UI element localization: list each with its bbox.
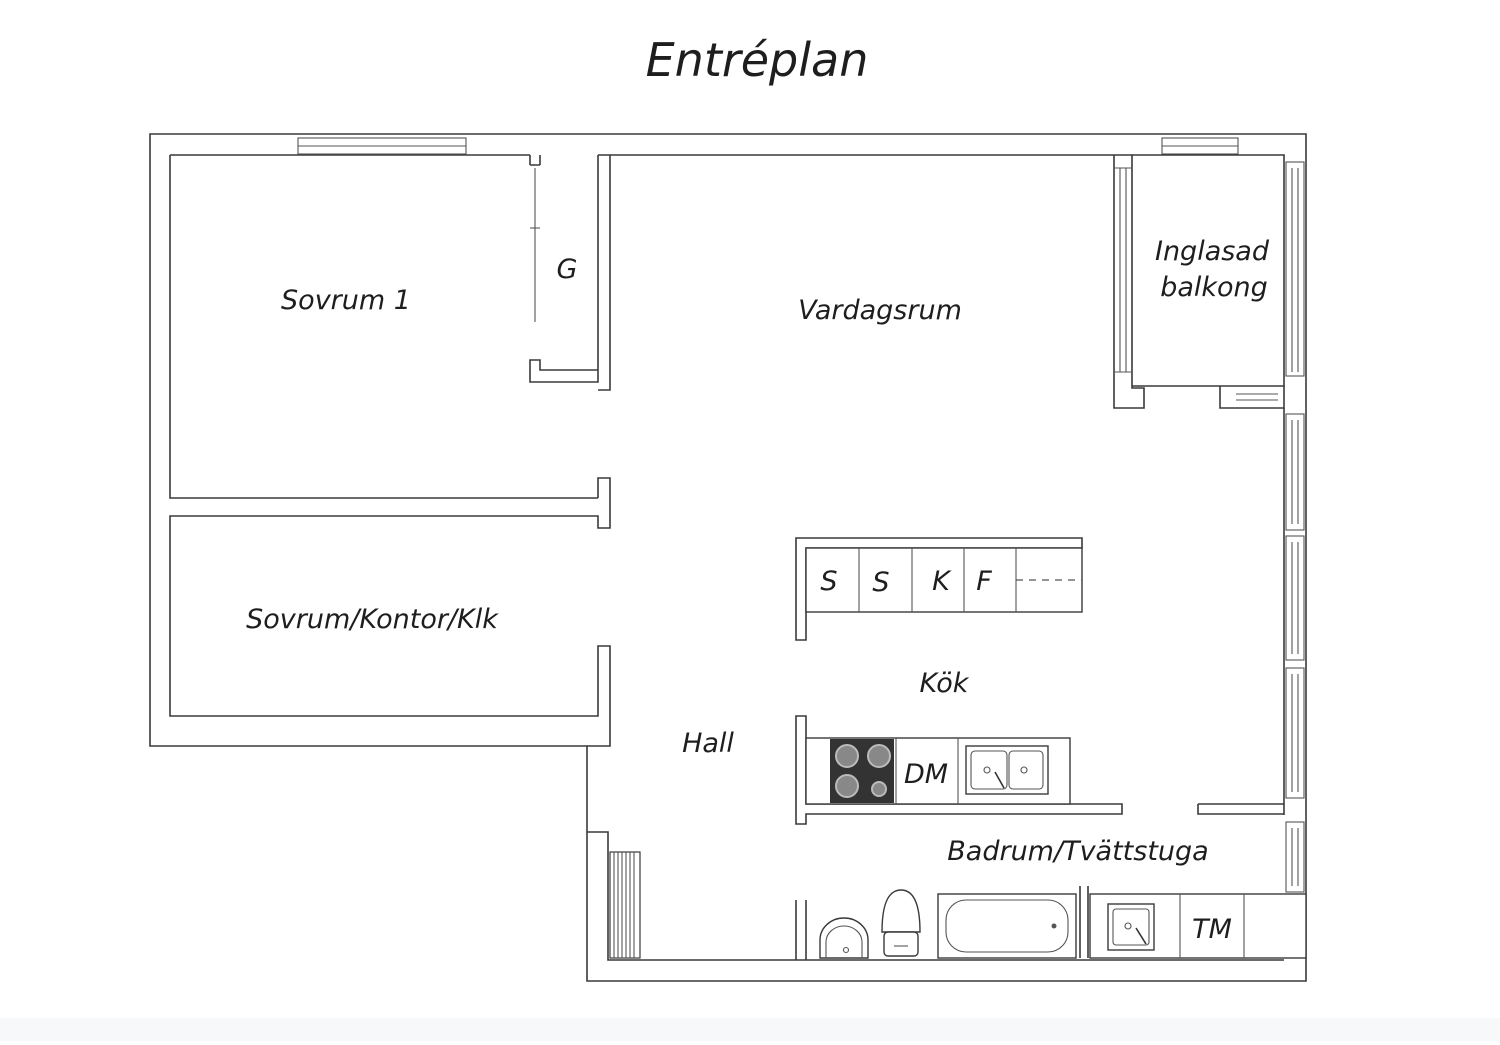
label-hall: Hall (682, 728, 734, 759)
office-walls (169, 477, 611, 747)
label-dryer: TM (1192, 914, 1232, 945)
label-office: Sovrum/Kontor/Klk (246, 604, 499, 635)
label-bedroom-1: Sovrum 1 (281, 285, 411, 316)
label-cabinet-1: S (820, 566, 837, 597)
bathroom-walls (795, 803, 1284, 960)
utility-sink-icon (1107, 903, 1155, 951)
window-balcony-top (1161, 137, 1239, 155)
label-bathroom: Badrum/Tvättstuga (947, 836, 1208, 867)
kitchen-upper-counter (795, 537, 1083, 641)
label-dishwasher: DM (904, 759, 948, 790)
label-fridge: K (932, 566, 952, 597)
bathtub-icon (937, 886, 1089, 959)
kitchen-sink-icon (965, 745, 1049, 795)
bottom-band (0, 1018, 1500, 1041)
label-kitchen: Kök (920, 668, 970, 699)
label-balcony-line1: Inglasad (1155, 236, 1270, 267)
plan-title: Entréplan (646, 33, 869, 87)
entrance (587, 831, 1284, 961)
label-freezer: F (976, 566, 992, 597)
label-wardrobe: G (557, 254, 578, 285)
window-bedroom (297, 137, 467, 155)
outer-walls (149, 133, 1307, 982)
wardrobe-walls (529, 154, 611, 391)
right-windows (1283, 408, 1305, 893)
toilet-icon (881, 889, 921, 957)
balcony-side-window (1219, 161, 1305, 409)
label-balcony-line2: balkong (1160, 272, 1268, 303)
label-cabinet-2: S (872, 567, 889, 598)
washbasin-icon (819, 917, 869, 959)
label-living-room: Vardagsrum (798, 295, 962, 326)
living-walls (610, 154, 1285, 409)
stove-icon (830, 739, 894, 803)
